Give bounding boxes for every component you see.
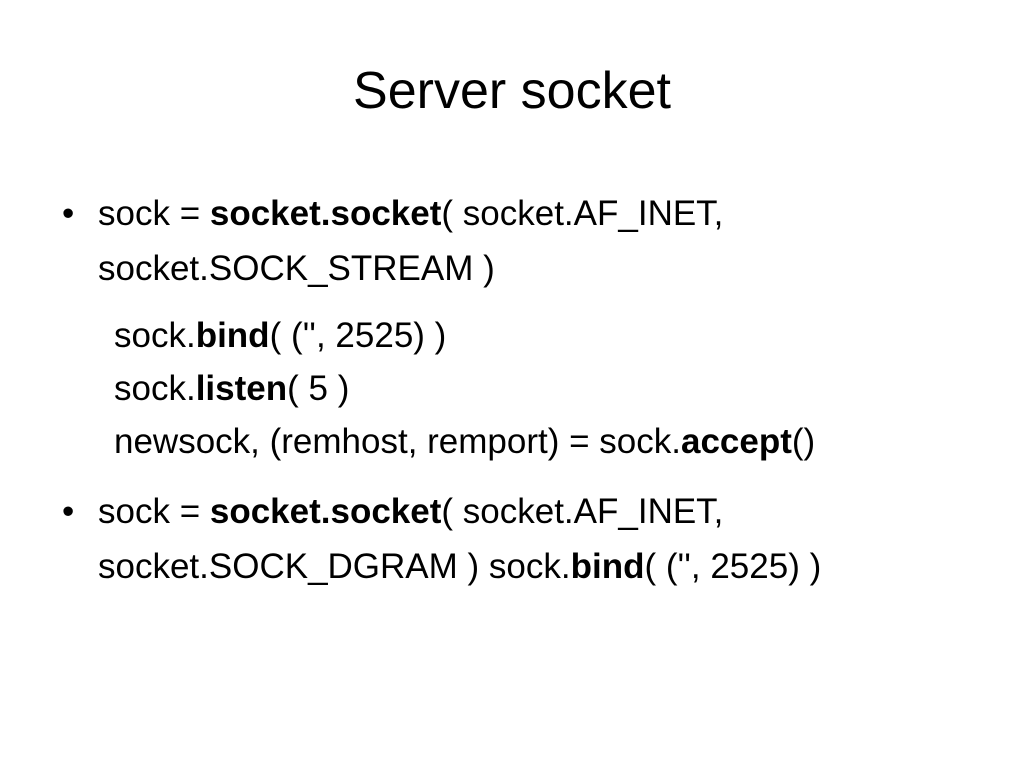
code-line-accept: newsock, (remhost, remport) = sock.accep… [114,415,986,468]
bullet-1-segment-3: ( socket.AF_INET, socket.SOCK_STREAM ) [98,194,724,288]
code-line-bind-args: ( ('', 2525) ) [269,316,447,355]
code-line-accept-segment-1: newsock, (remhost, remport) = sock. [114,422,681,461]
code-line-bind-method: bind [195,316,270,355]
slide-body: • sock = socket.socket( socket.AF_INET, … [56,186,986,594]
code-line-listen-segment-1: sock. [114,369,196,408]
bullet-item-1-text: sock = socket.socket( socket.AF_INET, so… [98,186,986,296]
code-line-bind: sock.bind( ('', 2525) ) [114,309,986,362]
bullet-1-segment-1: sock = [98,194,210,233]
block-spacer [56,476,986,484]
bullet-item-2-text: sock = socket.socket( socket.AF_INET, so… [98,484,986,594]
code-line-accept-args: () [791,422,816,461]
bullet-item-2: • sock = socket.socket( socket.AF_INET, … [56,484,986,594]
bullet-2-segment-4-bold: bind [570,547,645,586]
code-block: sock.bind( ('', 2525) ) sock.listen( 5 )… [56,309,986,468]
code-line-listen: sock.listen( 5 ) [114,362,986,415]
bullet-marker-icon: • [62,492,75,531]
bullet-marker-icon: • [62,194,75,233]
bullet-2-segment-2-bold: socket.socket [209,492,442,531]
code-line-bind-segment-1: sock. [114,316,196,355]
code-line-accept-method: accept [680,422,792,461]
code-line-listen-args: ( 5 ) [287,369,350,408]
bullet-2-segment-3: ( socket.AF_INET, socket.SOCK_DGRAM ) so… [98,492,724,586]
bullet-1-segment-2-bold: socket.socket [209,194,442,233]
code-line-listen-method: listen [195,369,288,408]
slide-title: Server socket [353,62,671,120]
bullet-2-segment-5: ( ('', 2525) ) [644,547,822,586]
bullet-2-segment-1: sock = [98,492,210,531]
bullet-item-1: • sock = socket.socket( socket.AF_INET, … [56,186,986,296]
